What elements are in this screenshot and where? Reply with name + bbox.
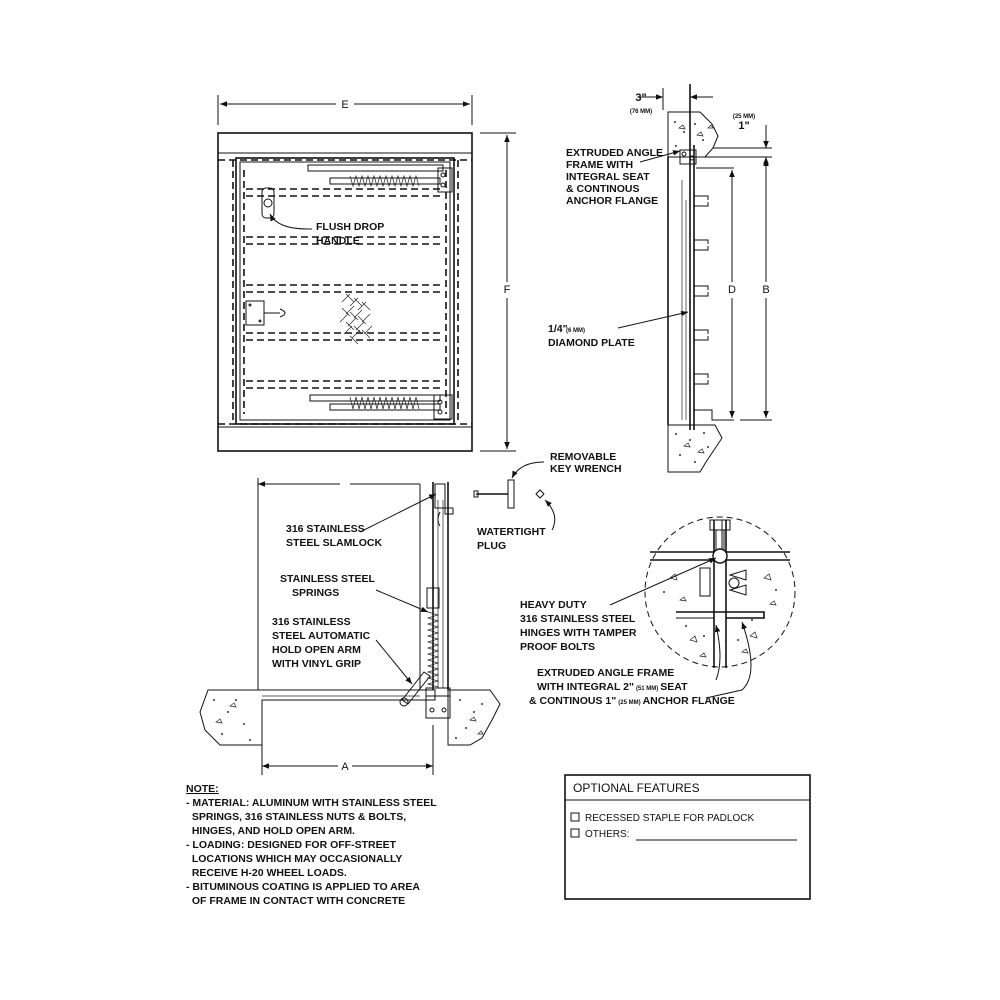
flush-drop-label-2: HANDLE	[316, 235, 360, 247]
plan-view: E F	[217, 95, 516, 452]
note-line-7: - BITUMINOUS COATING IS APPLIED TO AREA	[186, 881, 420, 893]
top-spring	[307, 164, 453, 193]
diamond-plate-label: DIAMOND PLATE	[548, 337, 635, 349]
elevation-view: A	[199, 478, 501, 775]
diamond-plate-pattern	[339, 293, 373, 345]
hold-open-label-4: WITH VINYL GRIP	[272, 658, 361, 670]
frame-detail-3b: ANCHOR FLANGE	[643, 695, 735, 707]
extruded-frame-label-3: INTEGRAL SEAT	[566, 171, 650, 183]
note-title: NOTE:	[186, 783, 219, 795]
dim-b-label: B	[762, 284, 769, 296]
flush-drop-label-1: FLUSH DROP	[316, 221, 384, 233]
frame-detail-3mm: (25 MM)	[618, 700, 640, 706]
note-line-1: - MATERIAL: ALUMINUM WITH STAINLESS STEE…	[186, 797, 437, 809]
note-line-4: - LOADING: DESIGNED FOR OFF-STREET	[186, 839, 397, 851]
slab-left	[199, 689, 436, 746]
note-line-5: LOCATIONS WHICH MAY OCCASIONALLY	[186, 853, 402, 865]
dim-a-label: A	[341, 761, 349, 773]
spring-coil	[426, 611, 440, 688]
frame-detail-2a: WITH INTEGRAL 2"	[537, 681, 634, 693]
others-label: OTHERS:	[585, 829, 629, 840]
others-checkbox[interactable]	[570, 828, 580, 838]
slamlock-label-1: 316 STAINLESS	[286, 523, 365, 535]
flush-drop-handle	[261, 187, 313, 230]
spring-housing	[426, 587, 440, 609]
slam-lock-plate	[245, 300, 286, 326]
frame-detail-label-1: EXTRUDED ANGLE FRAME	[537, 667, 674, 679]
diamond-plate-size: 1/4"	[548, 323, 568, 335]
hold-open-label-1: 316 STAINLESS	[272, 616, 351, 628]
note-line-8: OF FRAME IN CONTACT WITH CONCRETE	[186, 895, 405, 907]
detail-circle	[644, 516, 796, 668]
key-wrench-handle	[507, 479, 515, 509]
dim-1in-label: 1"	[738, 120, 749, 132]
optional-features-title: OPTIONAL FEATURES	[573, 781, 700, 795]
dim-e-label: E	[341, 99, 348, 111]
extruded-frame-label-2: FRAME WITH	[566, 159, 633, 171]
stiffener-channels	[681, 180, 734, 421]
concrete-bottom	[667, 424, 723, 473]
watertight-plug-label-1: WATERTIGHT	[477, 526, 546, 538]
hinge-base	[425, 687, 451, 719]
key-wrench-label-2: KEY WRENCH	[550, 463, 622, 475]
hold-open-label-2: STEEL AUTOMATIC	[272, 630, 371, 642]
hinges-label-3: HINGES WITH TAMPER	[520, 627, 637, 639]
extruded-frame-label-1: EXTRUDED ANGLE	[566, 147, 663, 159]
dim-3in-mm-label: (76 MM)	[630, 109, 652, 115]
door-panel	[235, 157, 455, 425]
frame-detail-2b: SEAT	[660, 681, 688, 693]
springs-label-1: STAINLESS STEEL	[280, 573, 375, 585]
note-line-6: RECEIVE H-20 WHEEL LOADS.	[186, 867, 347, 879]
dim-f-label: F	[504, 284, 511, 296]
hold-open-label-3: HOLD OPEN ARM	[272, 644, 361, 656]
hinges-label-1: HEAVY DUTY	[520, 599, 587, 611]
note-line-2: SPRINGS, 316 STAINLESS NUTS & BOLTS,	[186, 811, 406, 823]
svg-text:& CONTINOUS 1"(25 MM)ANCHOR FL: & CONTINOUS 1"(25 MM)ANCHOR FLANGE	[529, 695, 735, 707]
hinge-detail	[609, 516, 796, 699]
bottom-spring	[309, 394, 453, 420]
hinges-label-4: PROOF BOLTS	[520, 641, 595, 653]
dim-3in-label: 3"	[635, 92, 646, 104]
key-wrench-label-1: REMOVABLE	[550, 451, 616, 463]
slamlock-label-2: STEEL SLAMLOCK	[286, 537, 382, 549]
concrete-top	[667, 111, 719, 158]
note-line-3: HINGES, AND HOLD OPEN ARM.	[186, 825, 355, 837]
recessed-staple-label: RECESSED STAPLE FOR PADLOCK	[585, 813, 754, 824]
watertight-plug-label-2: PLUG	[477, 540, 506, 552]
key-wrench	[473, 461, 556, 531]
extruded-frame-label-5: ANCHOR FLANGE	[566, 195, 658, 207]
svg-text:WITH INTEGRAL 2"(51 MM)SEAT: WITH INTEGRAL 2"(51 MM)SEAT	[537, 681, 688, 693]
hold-open-arm	[401, 671, 431, 705]
dim-1in-mm-label: (25 MM)	[733, 114, 755, 120]
hinge-pin	[712, 548, 728, 564]
outer-frame	[217, 132, 473, 452]
section-view: 3" (76 MM) (25 MM) 1"	[548, 84, 772, 473]
optional-features-box: OPTIONAL FEATURES RECESSED STAPLE FOR PA…	[564, 774, 811, 900]
extruded-frame-label-4: & CONTINOUS	[566, 183, 640, 195]
watertight-plug-icon	[535, 489, 545, 499]
springs-label-2: SPRINGS	[292, 587, 339, 599]
slamlock-body	[434, 483, 446, 509]
frame-detail-3a: & CONTINOUS 1"	[529, 695, 616, 707]
stiffener-ribs	[246, 188, 444, 389]
frame-detail-2mm: (51 MM)	[636, 686, 658, 692]
dim-d-label: D	[728, 284, 736, 296]
hinges-label-2: 316 STAINLESS STEEL	[520, 613, 636, 625]
recessed-staple-checkbox[interactable]	[570, 812, 580, 822]
notes-block: NOTE: - MATERIAL: ALUMINUM WITH STAINLES…	[186, 783, 437, 907]
diamond-plate-mm: (6 MM)	[566, 328, 585, 334]
svg-text:1/4": 1/4"	[548, 323, 568, 335]
